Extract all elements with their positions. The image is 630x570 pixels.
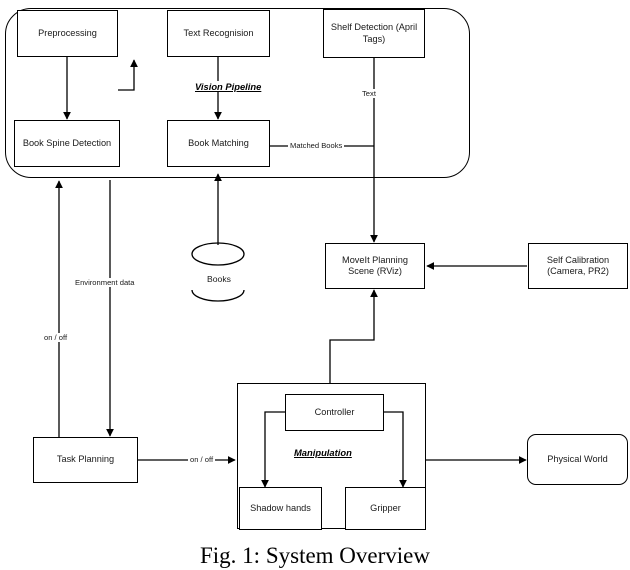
node-label-self-calibration: Self Calibration (Camera, PR2) — [546, 254, 610, 277]
group-label-manipulation: Manipulation — [292, 447, 354, 458]
node-label-gripper: Gripper — [370, 502, 401, 513]
node-label-book-matching: Book Matching — [188, 137, 249, 148]
group-label-vision-pipeline: Vision Pipeline — [193, 81, 264, 92]
node-label-physical-world: Physical World — [547, 453, 608, 464]
group-vision-pipeline — [5, 8, 470, 178]
node-preprocessing[interactable]: Preprocessing — [17, 10, 118, 57]
node-label-shadow-hands: Shadow hands — [250, 502, 311, 513]
group-manipulation — [237, 383, 426, 529]
edge-label-text: Text — [360, 89, 378, 98]
edge-controller-to-shadow-hands — [261, 411, 285, 488]
edge-controller-to-gripper — [384, 411, 407, 488]
node-shelf-detection[interactable]: Shelf Detection (April Tags) — [323, 9, 425, 58]
books-cylinder-top — [191, 242, 245, 266]
books-cylinder-bottom-arc — [191, 289, 245, 302]
node-book-spine-detection[interactable]: Book Spine Detection — [14, 120, 120, 167]
node-text-recognition[interactable]: Text Recognision — [167, 10, 270, 57]
node-label-preprocessing: Preprocessing — [38, 27, 97, 38]
node-self-calibration[interactable]: Self Calibration (Camera, PR2) — [528, 243, 628, 289]
node-label-shelf-detection: Shelf Detection (April Tags) — [330, 22, 418, 44]
node-physical-world[interactable]: Physical World — [527, 434, 628, 485]
edge-label-environment-data: Environment data — [73, 278, 137, 287]
datastore-label-books: Books — [200, 274, 238, 284]
node-label-moveit-planning-scene: MoveIt Planning Scene (RViz) — [342, 254, 408, 277]
node-book-matching[interactable]: Book Matching — [167, 120, 270, 167]
node-moveit-planning-scene[interactable]: MoveIt Planning Scene (RViz) — [325, 243, 425, 289]
edge-manipulation-to-moveit — [329, 289, 378, 384]
node-label-book-spine-detection: Book Spine Detection — [22, 137, 112, 148]
edge-label-on-off-bottom: on / off — [188, 455, 216, 464]
node-label-controller: Controller — [314, 406, 355, 417]
node-controller[interactable]: Controller — [285, 394, 384, 431]
edge-book-spine-to-text-recognition — [118, 59, 138, 91]
edge-label-on-off-left: on / off — [42, 333, 70, 342]
node-label-text-recognition: Text Recognision — [183, 27, 254, 38]
node-shadow-hands[interactable]: Shadow hands — [239, 487, 322, 530]
node-label-task-planning: Task Planning — [56, 454, 115, 465]
figure-caption: Fig. 1: System Overview — [200, 543, 430, 568]
node-task-planning[interactable]: Task Planning — [33, 437, 138, 483]
node-gripper[interactable]: Gripper — [345, 487, 426, 530]
edge-label-matched-books: Matched Books — [288, 141, 345, 150]
